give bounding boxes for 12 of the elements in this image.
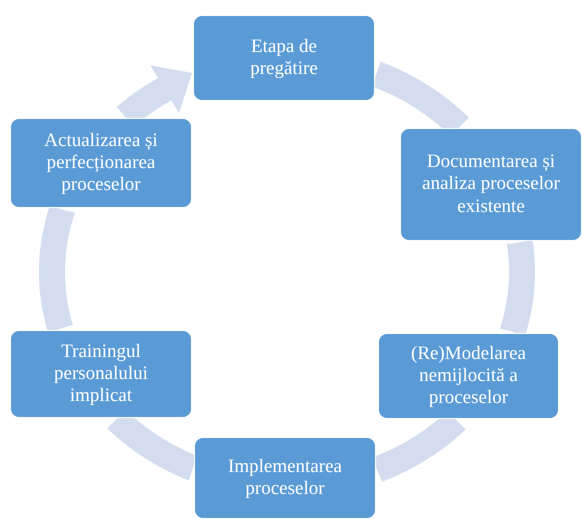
step-label: Etapa de pregătire bbox=[249, 36, 319, 80]
step-label: Implementarea proceselor bbox=[227, 456, 343, 500]
process-box bbox=[400, 128, 582, 241]
step-label: Actualizarea și perfecționarea proceselor bbox=[43, 130, 159, 196]
step-label: (Re)Modelarea nemijlocită a proceselor bbox=[410, 342, 527, 410]
process-box bbox=[378, 333, 559, 419]
process-box bbox=[10, 330, 192, 418]
process-box bbox=[193, 15, 375, 101]
process-box bbox=[194, 437, 376, 519]
step-label: Documentarea și analiza proceselor existente bbox=[421, 151, 561, 218]
process-box bbox=[10, 118, 192, 208]
step-label: Trainingul personalului implicat bbox=[53, 340, 149, 408]
